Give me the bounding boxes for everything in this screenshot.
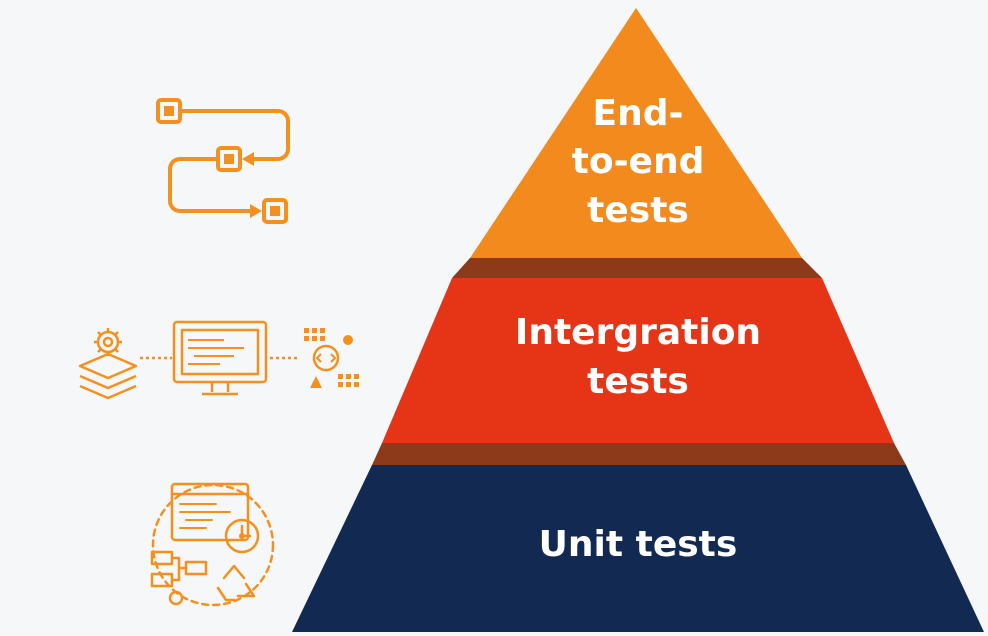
tier-top-label-line2: to-end: [572, 141, 705, 182]
tier-top-label-line1: End-: [593, 93, 684, 134]
pyramid-tier-bottom: [292, 465, 984, 632]
connector-middle-bottom: [372, 443, 906, 465]
connector-top-middle: [452, 258, 822, 278]
workflow-icon: [156, 98, 290, 224]
tier-middle-label-line2: tests: [587, 361, 689, 402]
pyramid-tier-top: [470, 8, 802, 258]
tier-bottom-label: Unit tests: [539, 524, 738, 565]
unit-test-cycle-icon: [150, 482, 275, 607]
pyramid-tier-middle: [382, 278, 894, 443]
tier-top-label-line3: tests: [587, 190, 689, 231]
tier-middle-label-line1: Intergration: [515, 312, 761, 353]
integration-pipeline-icon: [78, 320, 359, 400]
